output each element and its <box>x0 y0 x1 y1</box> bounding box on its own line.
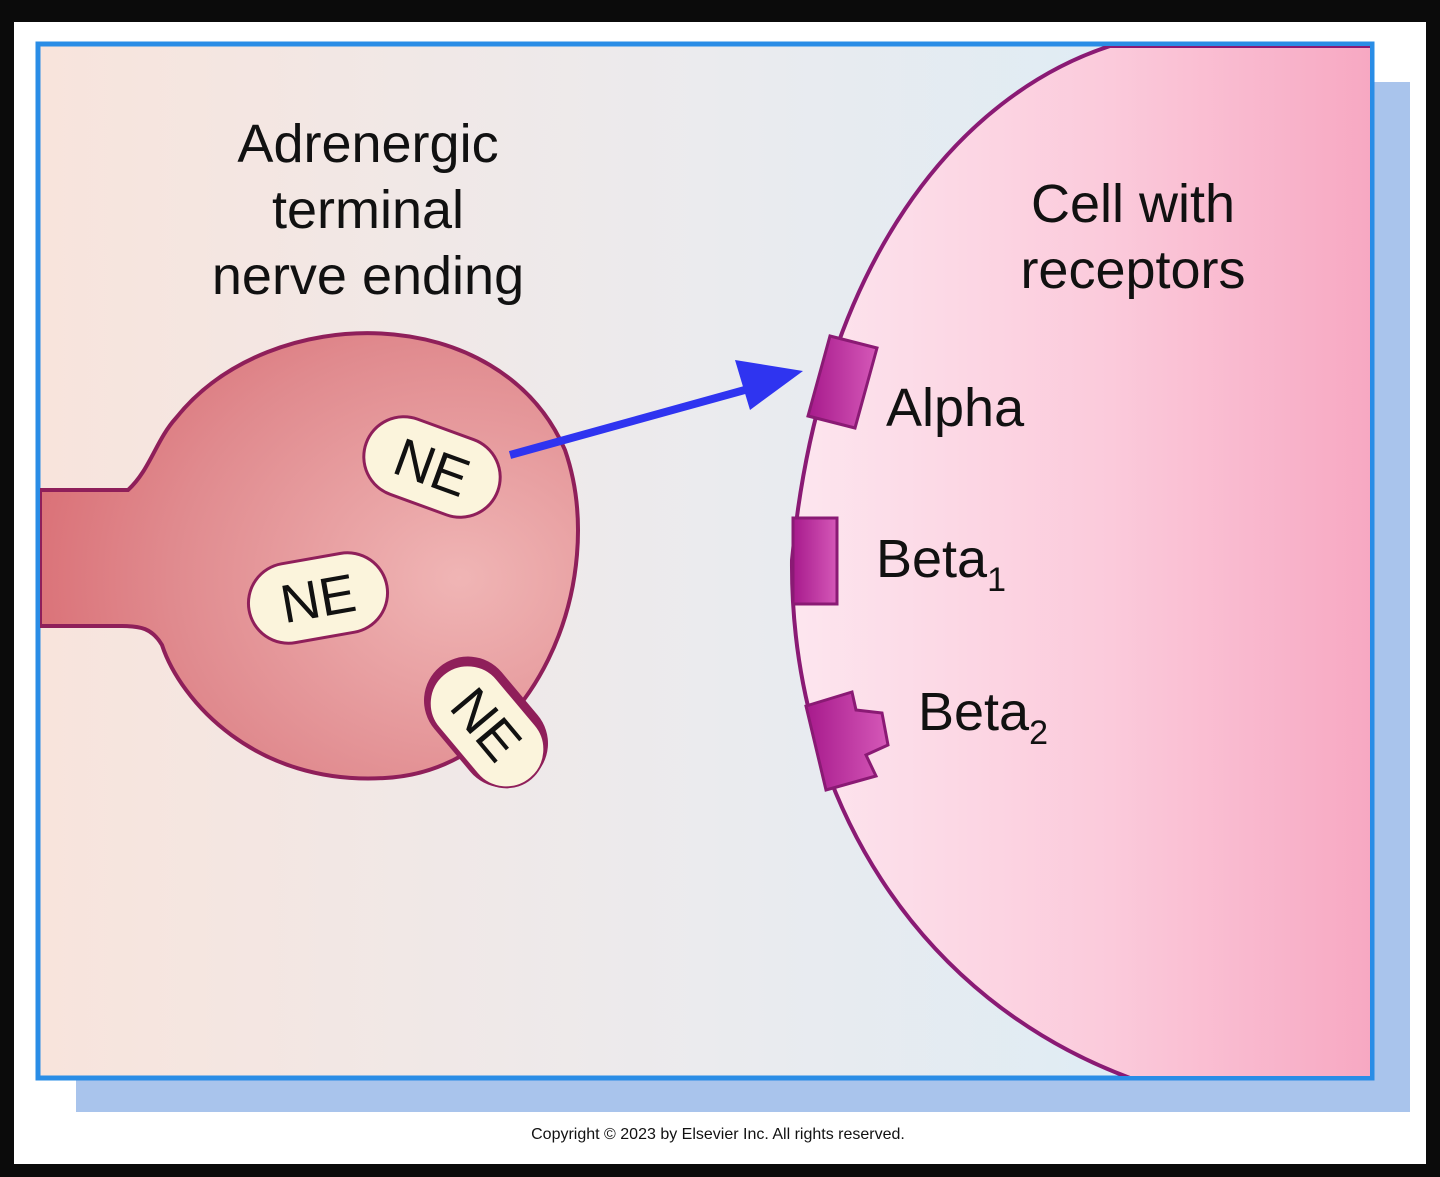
beta2-label-name: Beta <box>918 682 1030 742</box>
alpha-label: Alpha <box>886 378 1025 438</box>
ne-vesicle-3: NE <box>424 656 548 789</box>
ne-vesicle-1: NE <box>362 415 502 519</box>
cell-label-line-1: Cell with <box>1031 174 1235 234</box>
beta2-label: Beta2 <box>918 682 1048 752</box>
copyright-notice: Copyright © 2023 by Elsevier Inc. All ri… <box>531 1126 905 1143</box>
beta1-label-name: Beta <box>876 529 988 589</box>
nerve-label-line-2: terminal <box>272 180 464 240</box>
nerve-label-line-3: nerve ending <box>212 246 524 306</box>
beta1-receptor <box>791 516 839 606</box>
cell-label-line-2: receptors <box>1020 240 1245 300</box>
svg-text:NE: NE <box>276 563 360 635</box>
release-arrow <box>508 384 754 459</box>
alpha-receptor <box>806 334 879 430</box>
ne-vesicle-2: NE <box>246 551 390 645</box>
beta2-receptor <box>804 690 890 792</box>
arrow-head <box>735 360 803 410</box>
beta2-subscript: 2 <box>1029 714 1048 752</box>
beta1-label: Beta1 <box>876 529 1006 599</box>
nerve-label-line-1: Adrenergic <box>237 114 498 174</box>
beta1-subscript: 1 <box>987 561 1006 599</box>
